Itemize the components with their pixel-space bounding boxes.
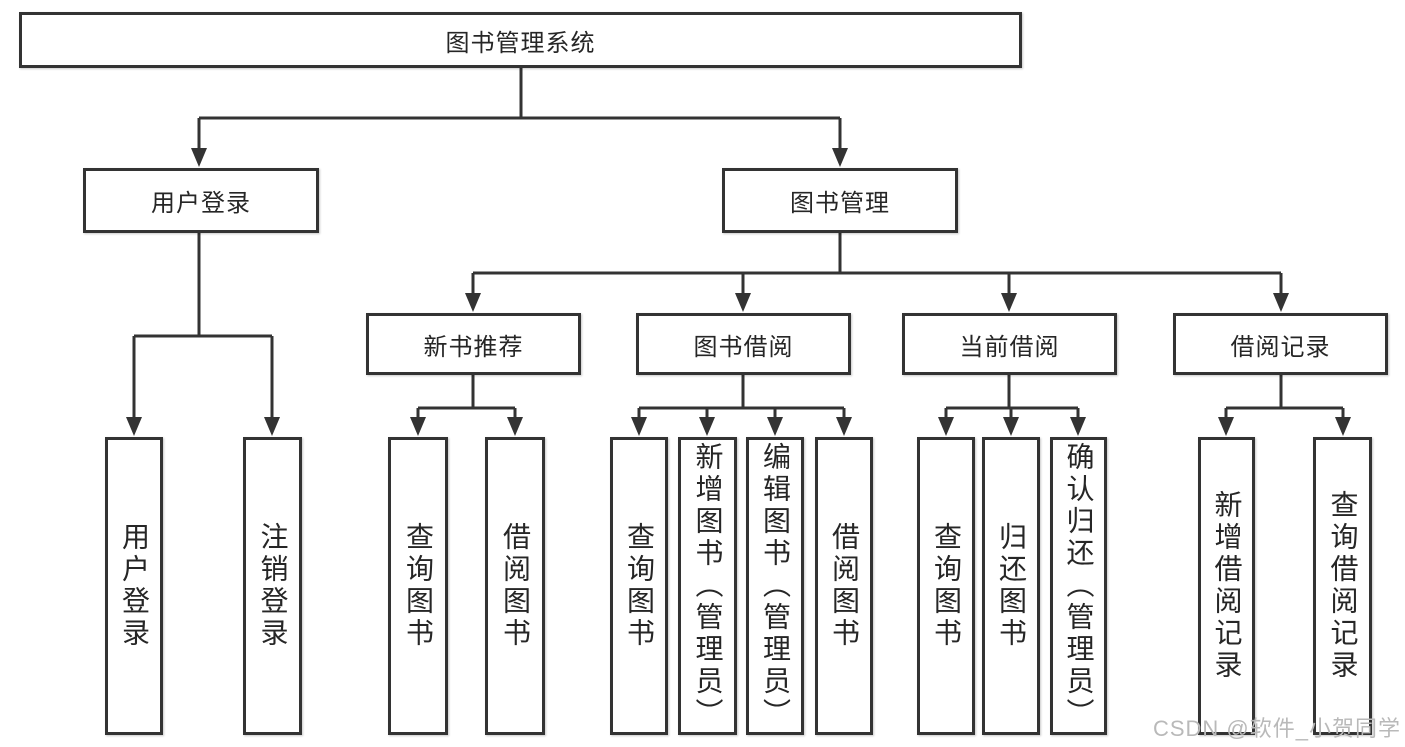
leaf-add-book-admin: 新增图书（管理员） [678,437,737,735]
arrowhead-icons [126,148,1351,436]
node-user-login-label: 用户登录 [151,190,251,217]
leaf-query-books-recommend: 查询图书 [388,437,448,735]
leaf-query-books-borrow: 查询图书 [610,437,668,735]
node-book-borrowing: 图书借阅 [636,313,851,375]
leaf-add-book-admin-label: 新增图书（管理员） [692,442,724,730]
node-borrowing-records-label: 借阅记录 [1230,333,1331,361]
leaf-query-books-current: 查询图书 [917,437,975,735]
leaf-borrow-books-borrow: 借阅图书 [815,437,873,735]
leaf-confirm-return-admin: 确认归还（管理员） [1050,437,1107,735]
leaf-user-login: 用户登录 [105,437,163,735]
leaf-confirm-return-admin-label: 确认归还（管理员） [1063,442,1095,730]
node-library-management-system: 图书管理系统 [19,12,1022,68]
node-book-management: 图书管理 [722,168,958,233]
leaf-borrow-books-borrow-label: 借阅图书 [829,522,860,650]
node-book-management-label: 图书管理 [790,190,890,217]
node-current-borrowing: 当前借阅 [902,313,1117,375]
leaf-borrow-books-recommend-label: 借阅图书 [500,522,531,650]
node-current-borrowing-label: 当前借阅 [959,333,1060,361]
leaf-edit-book-admin: 编辑图书（管理员） [746,437,804,735]
leaf-return-book-label: 归还图书 [996,522,1027,650]
node-library-management-system-label: 图书管理系统 [445,29,596,57]
leaf-add-borrow-record: 新增借阅记录 [1198,437,1255,735]
node-borrowing-records: 借阅记录 [1173,313,1388,375]
node-user-login: 用户登录 [83,168,319,233]
leaf-edit-book-admin-label: 编辑图书（管理员） [760,442,791,730]
leaf-borrow-books-recommend: 借阅图书 [485,437,545,735]
leaf-query-books-borrow-label: 查询图书 [624,522,655,650]
node-new-book-recommendation-label: 新书推荐 [423,333,524,361]
leaf-query-books-recommend-label: 查询图书 [403,522,434,650]
csdn-watermark: CSDN @软件_小贺同学 [1152,716,1401,741]
node-book-borrowing-label: 图书借阅 [693,333,794,361]
leaf-return-book: 归还图书 [982,437,1040,735]
leaf-query-borrow-record: 查询借阅记录 [1313,437,1372,735]
leaf-logout-label: 注销登录 [257,522,289,650]
leaf-query-borrow-record-label: 查询借阅记录 [1327,490,1359,682]
leaf-add-borrow-record-label: 新增借阅记录 [1211,490,1243,682]
leaf-query-books-current-label: 查询图书 [931,522,962,650]
node-new-book-recommendation: 新书推荐 [366,313,581,375]
leaf-user-login-label: 用户登录 [119,522,150,650]
leaf-logout: 注销登录 [243,437,302,735]
